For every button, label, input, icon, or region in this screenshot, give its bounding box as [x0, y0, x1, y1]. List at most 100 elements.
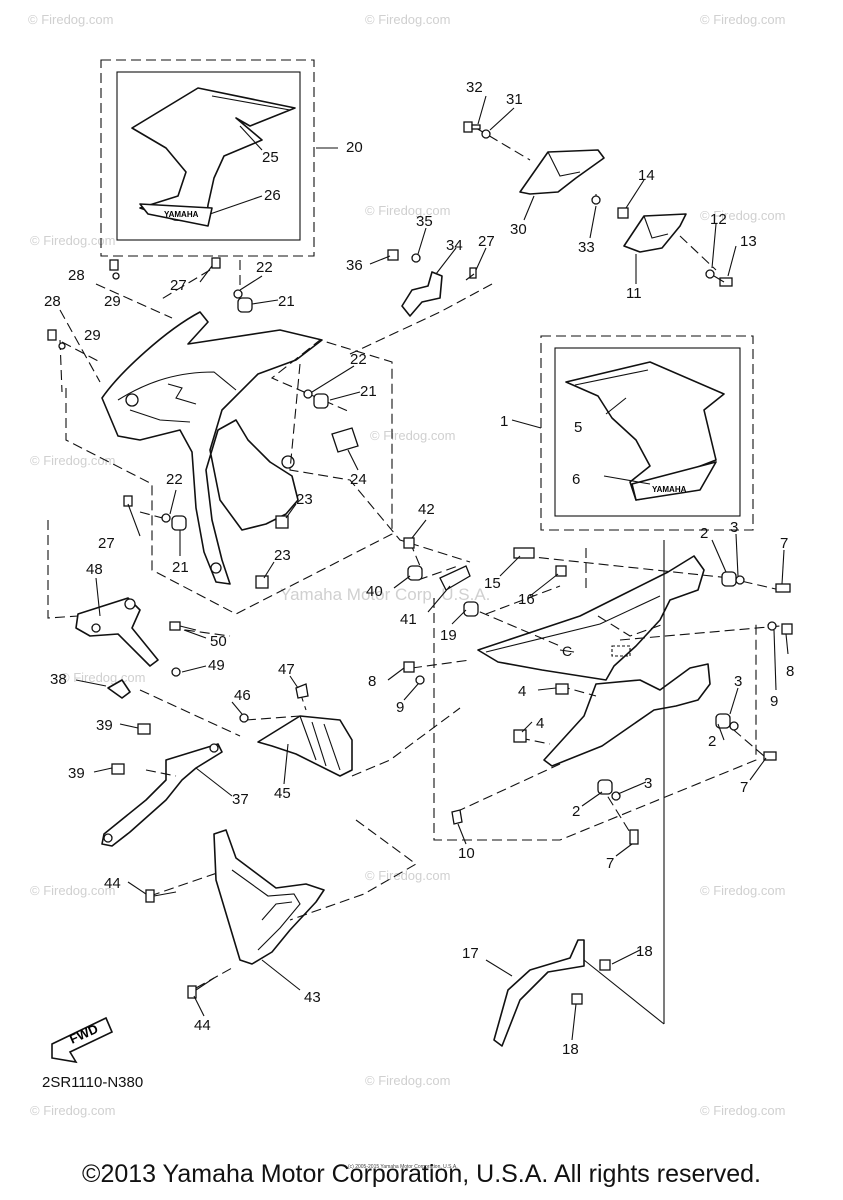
callout-14: 14 — [638, 167, 655, 184]
callout-36: 36 — [346, 257, 363, 274]
callout-50: 50 — [210, 633, 227, 650]
callout-7-top: 7 — [780, 535, 788, 552]
watermark: © Firedog.com — [60, 670, 145, 685]
callout-8-right: 8 — [786, 663, 794, 680]
callout-3-low: 3 — [644, 775, 652, 792]
callout-2-low: 2 — [572, 803, 580, 820]
upper-side-cowling — [101, 311, 323, 585]
watermark: © Firedog.com — [370, 428, 455, 443]
callout-38: 38 — [50, 671, 67, 688]
graphic-set-20: YAMAHA — [100, 59, 338, 257]
inner-panel-45 — [257, 707, 461, 777]
yamaha-logo: YAMAHA — [652, 485, 687, 494]
callout-13: 13 — [740, 233, 757, 250]
watermark: © Firedog.com — [700, 883, 785, 898]
copyright-footer: ©2013 Yamaha Motor Corporation, U.S.A. A… — [82, 1160, 761, 1188]
lower-cowling: C — [433, 548, 757, 841]
callout-2-top: 2 — [700, 525, 708, 542]
callout-21-low: 21 — [172, 559, 189, 576]
watermark: © Firedog.com — [30, 883, 115, 898]
callout-37: 37 — [232, 791, 249, 808]
callout-18-lower: 18 — [562, 1041, 579, 1058]
watermark: © Firedog.com — [30, 233, 115, 248]
watermark: © Firedog.com — [365, 1073, 450, 1088]
yamaha-logo: YAMAHA — [164, 210, 199, 219]
stay-37 — [101, 743, 223, 847]
callout-7-mid: 7 — [740, 779, 748, 796]
watermark: © Firedog.com — [30, 1103, 115, 1118]
callout-44-lower: 44 — [194, 1017, 211, 1034]
callout-27-low: 27 — [98, 535, 115, 552]
callout-27-top: 27 — [478, 233, 495, 250]
callout-26: 26 — [264, 187, 281, 204]
leader-line — [59, 309, 101, 383]
callout-22-top: 22 — [256, 259, 273, 276]
callout-19: 19 — [440, 627, 457, 644]
callout-41: 41 — [400, 611, 417, 628]
callout-11: 11 — [626, 285, 642, 302]
callout-15: 15 — [484, 575, 501, 592]
leader-lines — [47, 127, 781, 989]
callout-21-mid: 21 — [360, 383, 377, 400]
callout-29-lower: 29 — [84, 327, 101, 344]
callout-48: 48 — [86, 561, 103, 578]
callout-28-lower: 28 — [44, 293, 61, 310]
watermark: © Firedog.com — [700, 1103, 785, 1118]
callout-45: 45 — [274, 785, 291, 802]
callout-16: 16 — [518, 591, 535, 608]
callout-18-upper: 18 — [636, 943, 653, 960]
watermark: © Firedog.com — [365, 12, 450, 27]
watermark-center: Yamaha Motor Corp. U.S.A. — [280, 585, 490, 604]
fwd-arrow-icon: FWD — [51, 1016, 114, 1064]
callout-10: 10 — [458, 845, 475, 862]
callout-27-mid: 27 — [170, 277, 187, 294]
callout-2-mid: 2 — [708, 733, 716, 750]
callout-9-right: 9 — [770, 693, 778, 710]
callout-3-mid: 3 — [734, 673, 742, 690]
watermark: © Firedog.com — [30, 453, 115, 468]
bracket-48 — [75, 597, 159, 667]
callout-31: 31 — [506, 91, 523, 108]
leader-line — [349, 283, 493, 355]
callout-23-upper: 23 — [296, 491, 313, 508]
watermark: © Firedog.com — [365, 203, 450, 218]
bracket-34 — [401, 271, 443, 317]
callout-33: 33 — [578, 239, 595, 256]
callout-40: 40 — [366, 583, 383, 600]
under-cowl-43 — [213, 829, 325, 965]
callout-leaders — [75, 95, 789, 1041]
callout-4-upper: 4 — [518, 683, 526, 700]
callout-46: 46 — [234, 687, 251, 704]
emblem-mark: C — [562, 643, 572, 659]
callouts: 32 31 20 25 26 14 30 33 12 13 11 35 34 2… — [44, 79, 794, 1058]
callout-34: 34 — [446, 237, 463, 254]
callout-22-low: 22 — [166, 471, 183, 488]
bracket-30 — [519, 149, 605, 195]
hardware — [47, 121, 793, 1005]
callout-39-upper: 39 — [96, 717, 113, 734]
callout-5: 5 — [574, 419, 582, 436]
callout-29-upper: 29 — [104, 293, 121, 310]
callout-7-low: 7 — [606, 855, 614, 872]
clip-38 — [107, 679, 131, 699]
watermark: © Firedog.com — [28, 12, 113, 27]
callout-8-left: 8 — [368, 673, 376, 690]
callout-42: 42 — [418, 501, 435, 518]
bracket-17 — [485, 540, 665, 1047]
callout-43: 43 — [304, 989, 321, 1006]
callout-6: 6 — [572, 471, 580, 488]
callout-30: 30 — [510, 221, 527, 238]
callout-20: 20 — [346, 139, 363, 156]
callout-32: 32 — [466, 79, 483, 96]
callout-49: 49 — [208, 657, 225, 674]
callout-12: 12 — [710, 211, 727, 228]
watermark: © Firedog.com — [700, 12, 785, 27]
callout-21-top: 21 — [278, 293, 295, 310]
watermarks: © Firedog.com © Firedog.com © Firedog.co… — [28, 12, 785, 1118]
callout-44-upper: 44 — [104, 875, 121, 892]
callout-28-upper: 28 — [68, 267, 85, 284]
callout-3-top: 3 — [730, 519, 738, 536]
callout-17: 17 — [462, 945, 479, 962]
diagram-code: 2SR1110-N380 — [42, 1074, 144, 1091]
